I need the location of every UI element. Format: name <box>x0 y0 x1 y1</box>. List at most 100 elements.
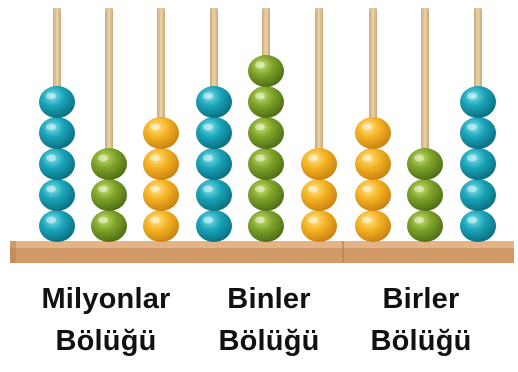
rod-ones-bead-3-body <box>460 148 496 180</box>
rod-ten-millions-bead-2 <box>91 179 127 211</box>
rod-tens-bead-1 <box>407 210 443 242</box>
rod-hundred-millions-bead-2 <box>39 179 75 211</box>
rod-millions-bead-1-body <box>143 210 179 242</box>
rod-ten-thousands-bead-5-highlight <box>255 92 265 100</box>
rod-thousands-bead-1 <box>301 210 337 242</box>
rod-ones-bead-2 <box>460 179 496 211</box>
rod-hundred-millions-bead-3 <box>39 148 75 180</box>
rod-hundreds-bead-2-body <box>355 179 391 211</box>
rod-ones-bead-3 <box>460 148 496 180</box>
rod-hundreds-bead-4-highlight <box>362 123 372 131</box>
rod-ones-bead-4-highlight <box>467 123 477 131</box>
rod-thousands-bead-3-body <box>301 148 337 180</box>
rod-hundreds-bead-2 <box>355 179 391 211</box>
rod-ones-bead-4 <box>460 117 496 149</box>
rod-millions-bead-4-body <box>143 117 179 149</box>
rod-ten-thousands-bead-3-body <box>248 148 284 180</box>
rod-millions-bead-3 <box>143 148 179 180</box>
rod-thousands-bead-1-highlight <box>308 216 318 224</box>
rod-hundreds-bead-3-highlight <box>362 154 372 162</box>
rod-ones-bead-1-body <box>460 210 496 242</box>
rod-ten-thousands-bead-2-highlight <box>255 185 265 193</box>
rod-ten-thousands-bead-5 <box>248 86 284 118</box>
rod-hundred-millions-bead-5 <box>39 86 75 118</box>
rod-ten-millions-bead-3-body <box>91 148 127 180</box>
rod-hundred-thousands-bead-4-highlight <box>203 123 213 131</box>
abacus <box>10 8 514 263</box>
rod-thousands-bead-3-highlight <box>308 154 318 162</box>
rod-hundreds-bead-1-highlight <box>362 216 372 224</box>
rod-hundred-millions-bead-4-body <box>39 117 75 149</box>
rod-ones-bead-1-highlight <box>467 216 477 224</box>
rod-ones-bead-5-highlight <box>467 92 477 100</box>
rod-tens-bead-3-body <box>407 148 443 180</box>
rod-hundred-thousands-bead-3-highlight <box>203 154 213 162</box>
abacus-base-front <box>10 248 514 263</box>
rod-ones-bead-1 <box>460 210 496 242</box>
rod-hundred-thousands-bead-5-body <box>196 86 232 118</box>
rod-tens-bead-3-highlight <box>414 154 424 162</box>
abacus-beads <box>39 55 496 242</box>
rod-hundred-thousands-bead-1-body <box>196 210 232 242</box>
group-label-thousands: Binler Bölüğü <box>184 278 354 362</box>
rod-hundreds-bead-1 <box>355 210 391 242</box>
group-label-ones: Birler Bölüğü <box>336 278 506 362</box>
rod-hundred-thousands-bead-1 <box>196 210 232 242</box>
rod-ten-thousands-bead-4-highlight <box>255 123 265 131</box>
rod-millions-bead-4-highlight <box>150 123 160 131</box>
abacus-base <box>10 241 514 263</box>
rod-hundred-thousands-bead-3-body <box>196 148 232 180</box>
rod-millions-bead-1-highlight <box>150 216 160 224</box>
rod-hundreds-bead-3 <box>355 148 391 180</box>
rod-ten-millions-bead-3-highlight <box>98 154 108 162</box>
rod-ten-millions-bead-1 <box>91 210 127 242</box>
rod-hundred-thousands-bead-1-highlight <box>203 216 213 224</box>
rod-ten-thousands-bead-5-body <box>248 86 284 118</box>
rod-ones-bead-4-body <box>460 117 496 149</box>
rod-ten-thousands-bead-3 <box>248 148 284 180</box>
rod-hundred-millions-bead-4-highlight <box>46 123 56 131</box>
rod-thousands-bead-3 <box>301 148 337 180</box>
rod-ten-thousands-bead-4-body <box>248 117 284 149</box>
rod-ten-thousands-bead-1-highlight <box>255 216 265 224</box>
group-label-thousands-line1: Binler <box>227 283 311 315</box>
rod-ones-bead-5-body <box>460 86 496 118</box>
rod-hundred-millions-bead-1-body <box>39 210 75 242</box>
rod-ten-thousands-bead-4 <box>248 117 284 149</box>
rod-thousands-bead-1-body <box>301 210 337 242</box>
rod-millions-bead-3-body <box>143 148 179 180</box>
rod-ten-millions-bead-2-highlight <box>98 185 108 193</box>
rod-millions-bead-3-highlight <box>150 154 160 162</box>
rod-millions-bead-2 <box>143 179 179 211</box>
group-label-millions-line1: Milyonlar <box>41 283 171 315</box>
rod-ten-thousands-bead-6-highlight <box>255 61 265 69</box>
rod-hundreds-bead-1-body <box>355 210 391 242</box>
rod-ten-millions-bead-1-body <box>91 210 127 242</box>
rod-ten-millions-bead-2-body <box>91 179 127 211</box>
abacus-base-top <box>10 241 514 248</box>
rod-ten-millions-bead-3 <box>91 148 127 180</box>
rod-tens-bead-2 <box>407 179 443 211</box>
rod-hundred-millions-bead-2-highlight <box>46 185 56 193</box>
rod-tens-bead-1-body <box>407 210 443 242</box>
rod-millions-bead-2-body <box>143 179 179 211</box>
rod-thousands-bead-2 <box>301 179 337 211</box>
rod-ten-thousands-bead-2 <box>248 179 284 211</box>
rod-hundred-thousands-bead-5 <box>196 86 232 118</box>
rod-ten-thousands-bead-3-highlight <box>255 154 265 162</box>
rod-tens-bead-2-body <box>407 179 443 211</box>
group-label-ones-line1: Birler <box>382 283 460 315</box>
group-label-thousands-line2: Bölüğü <box>218 325 320 357</box>
rod-hundred-thousands-bead-2-highlight <box>203 185 213 193</box>
rod-hundreds-bead-2-highlight <box>362 185 372 193</box>
rod-ones-bead-5 <box>460 86 496 118</box>
rod-hundred-thousands-bead-4 <box>196 117 232 149</box>
abacus-base-left-shade <box>10 241 16 263</box>
rod-ten-thousands-bead-1-body <box>248 210 284 242</box>
rod-tens-bead-2-highlight <box>414 185 424 193</box>
rod-hundred-thousands-bead-5-highlight <box>203 92 213 100</box>
rod-millions-bead-4 <box>143 117 179 149</box>
rod-hundred-millions-bead-5-highlight <box>46 92 56 100</box>
rod-hundred-thousands-bead-4-body <box>196 117 232 149</box>
rod-hundred-millions-bead-5-body <box>39 86 75 118</box>
